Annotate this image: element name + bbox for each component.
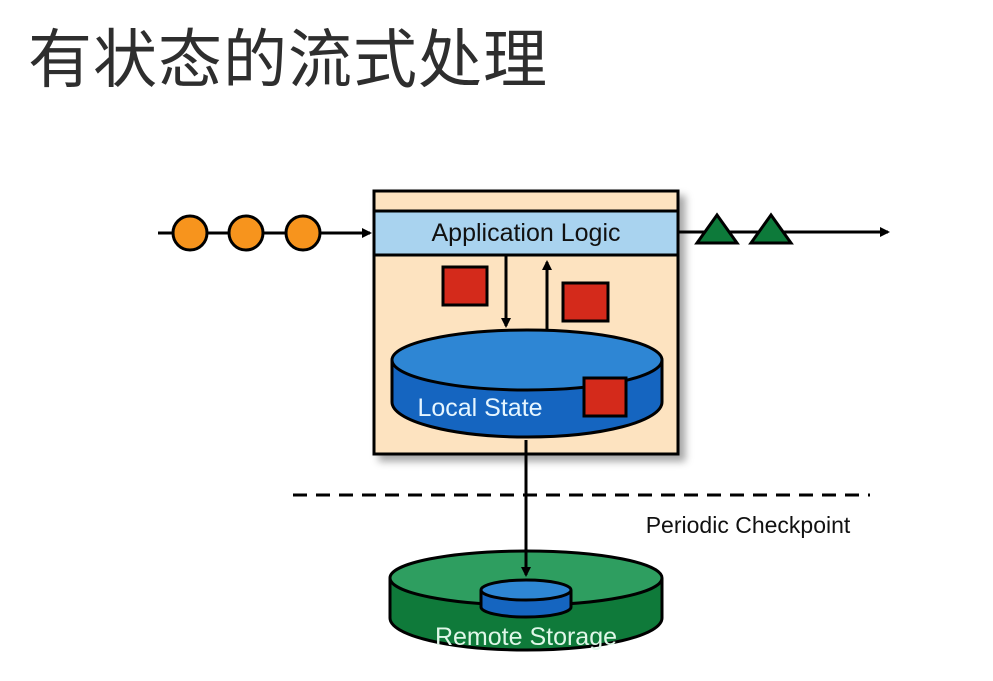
input-events bbox=[171, 214, 322, 252]
output-event bbox=[694, 212, 740, 245]
state-item bbox=[561, 281, 610, 323]
input-event bbox=[227, 214, 265, 252]
state-item bbox=[582, 376, 628, 418]
application-logic-label: Application Logic bbox=[431, 219, 620, 247]
output-events bbox=[694, 212, 794, 245]
remote-storage-label: Remote Storage bbox=[435, 623, 617, 651]
state-item bbox=[441, 265, 489, 307]
output-event bbox=[748, 212, 794, 245]
periodic-checkpoint-label: Periodic Checkpoint bbox=[646, 512, 851, 538]
page-title: 有状态的流式处理 bbox=[28, 24, 548, 98]
remote-storage-db bbox=[388, 549, 664, 652]
local-state-label: Local State bbox=[417, 394, 542, 422]
input-event bbox=[171, 214, 209, 252]
checkpoint-snapshot-db bbox=[479, 578, 573, 619]
input-event bbox=[284, 214, 322, 252]
application-logic-box bbox=[372, 209, 680, 257]
